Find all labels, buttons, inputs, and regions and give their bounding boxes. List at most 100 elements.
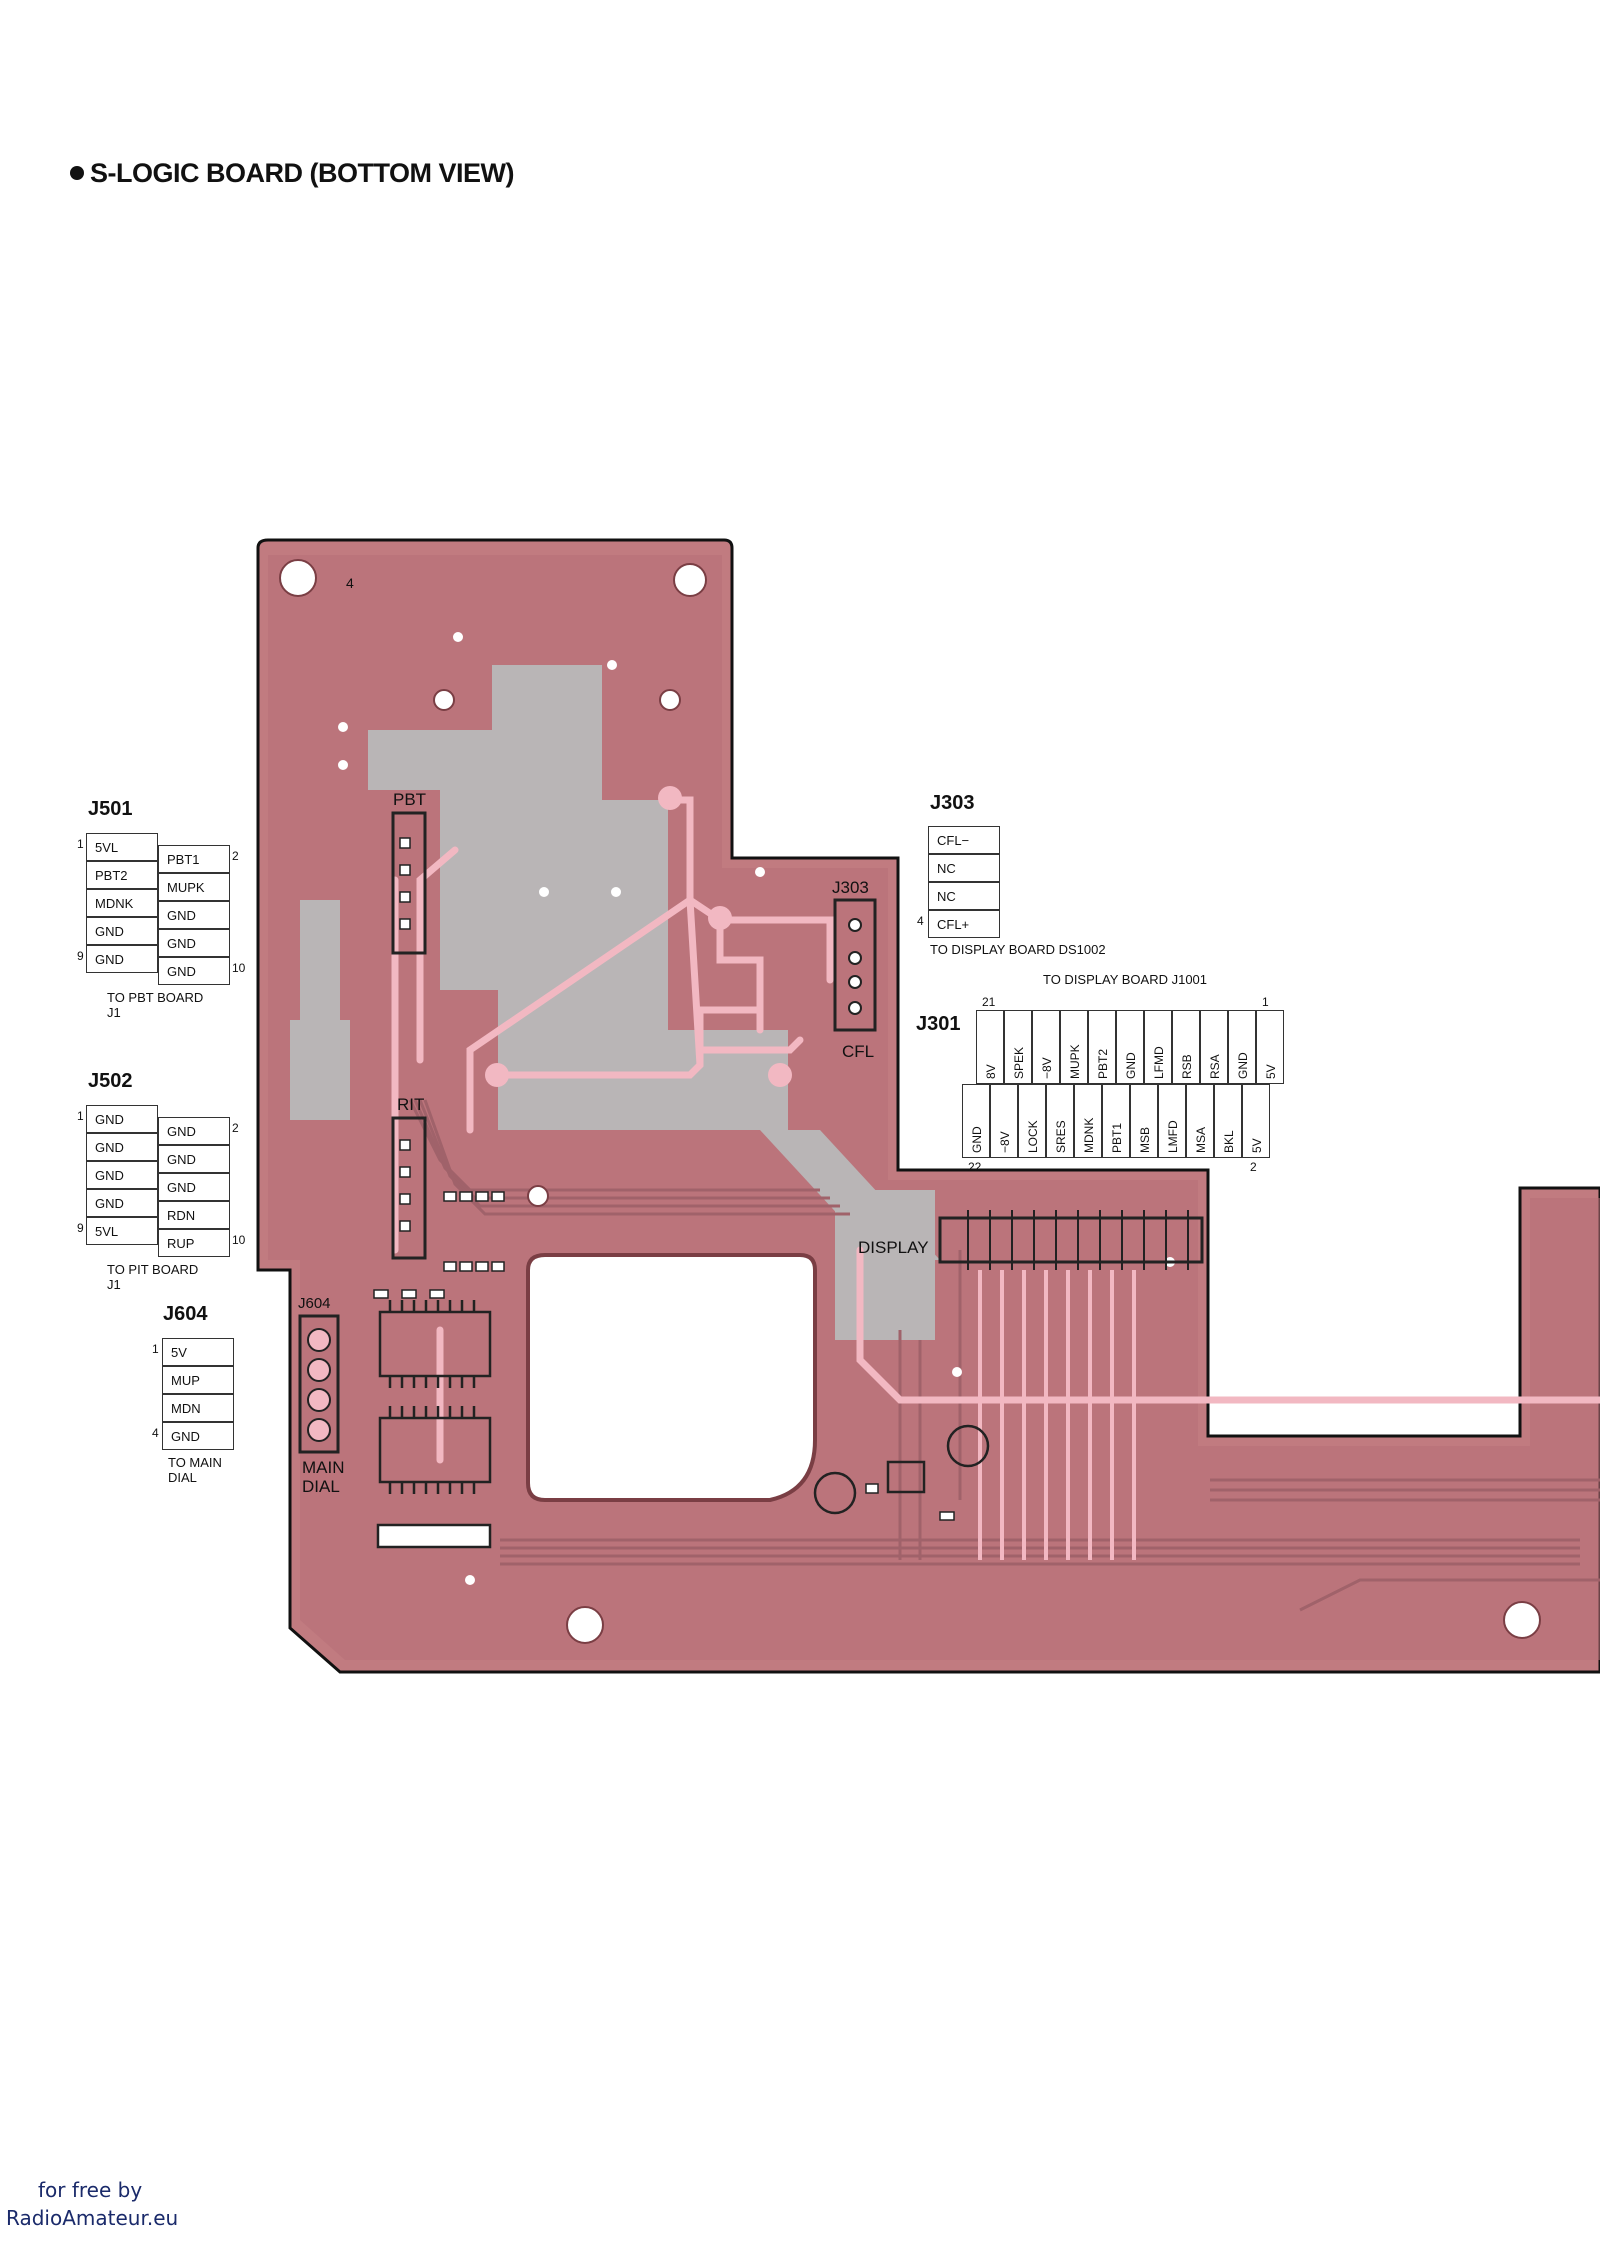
j301-top-pin: RSA: [1200, 1010, 1228, 1084]
dial-label: DIAL: [302, 1477, 340, 1496]
corner-label: 4: [346, 575, 354, 591]
j501-right-pin: GND: [158, 901, 230, 929]
j501-left-pin: 5VL: [86, 833, 158, 861]
pbt-footprint: [391, 811, 427, 955]
j501-pin-9: 9: [77, 949, 84, 963]
smd-parts: [373, 1191, 955, 1521]
board-cutout: [526, 1253, 817, 1502]
j301-bottom-pin-label: MDNK: [1082, 1117, 1096, 1153]
j303-pin: CFL+: [928, 910, 1000, 938]
j604-note-line1: TO MAIN: [168, 1455, 222, 1470]
j501-title: J501: [88, 798, 133, 820]
j604-footprint: [298, 1314, 340, 1454]
j502-right-pin: GND: [158, 1145, 230, 1173]
mounting-holes: [279, 559, 1541, 1644]
copper-traces: [408, 1099, 1600, 1612]
j301-top-pin: LFMD: [1144, 1010, 1172, 1084]
j604-pin-1: 1: [152, 1342, 159, 1356]
j301-bottom-pin: MSA: [1186, 1084, 1214, 1158]
j604-pads: [307, 1328, 331, 1442]
j301-bottom-pin: 5V: [1242, 1084, 1270, 1158]
j301-top-pin: MUPK: [1060, 1010, 1088, 1084]
j301-bottom-pin-label: PBT1: [1110, 1122, 1124, 1153]
j502-pin-10: 10: [232, 1233, 246, 1247]
j301-top-pin-label: GND: [1124, 1052, 1138, 1079]
j501-pin-1: 1: [77, 837, 84, 851]
j502-left-pin: 5VL: [86, 1217, 158, 1245]
j301-pin-22: 22: [968, 1160, 982, 1174]
j502-left-pin: GND: [86, 1189, 158, 1217]
j604-pin: GND: [162, 1422, 234, 1450]
j303-pin: NC: [928, 882, 1000, 910]
j301-bottom-pin-label: BKL: [1222, 1130, 1236, 1153]
j501-right-pin: GND: [158, 957, 230, 985]
j301-title: J301: [916, 1013, 961, 1035]
pbt-label: PBT: [393, 790, 426, 809]
j301-bottom-pin-label: SRES: [1054, 1120, 1068, 1153]
j501-left-pin: GND: [86, 945, 158, 973]
j501-note-line1: TO PBT BOARD: [107, 990, 204, 1005]
bullet-icon: [70, 166, 84, 180]
j502-right-pin: RUP: [158, 1229, 230, 1257]
j502-pin-9: 9: [77, 1221, 84, 1235]
j301-top-pin-label: 5V: [1264, 1064, 1278, 1079]
rit-pads: [399, 1139, 411, 1232]
j501-note-line2: J1: [107, 1005, 121, 1020]
j501-pin-2: 2: [232, 849, 239, 863]
j301-top-pin: RSB: [1172, 1010, 1200, 1084]
j301-bottom-pin: LOCK: [1018, 1084, 1046, 1158]
j501-pin-10: 10: [232, 961, 246, 975]
j301-top-pin-label: PBT2: [1096, 1048, 1110, 1079]
j502-right-pin: GND: [158, 1173, 230, 1201]
footer-line2: RadioAmateur.eu: [6, 2206, 179, 2230]
j301-pin-21: 21: [982, 995, 996, 1009]
j301-bottom-pin: SRES: [1046, 1084, 1074, 1158]
j501-left-pin: GND: [86, 917, 158, 945]
footer-line1: for free by: [38, 2178, 143, 2202]
j303-pin: CFL−: [928, 826, 1000, 854]
rit-footprint: [391, 1116, 427, 1260]
main-label: MAIN: [302, 1458, 345, 1477]
j502-note-line1: TO PIT BOARD: [107, 1262, 199, 1277]
highlight-traces: [391, 796, 1600, 1464]
j501-right-pin: GND: [158, 929, 230, 957]
j301-top-pin-label: LFMD: [1152, 1046, 1166, 1079]
j501-right-pin: PBT1: [158, 845, 230, 873]
j604-pin: MUP: [162, 1366, 234, 1394]
j502-pin-2: 2: [232, 1121, 239, 1135]
j303-pin: NC: [928, 854, 1000, 882]
j301-top-pin-label: MUPK: [1068, 1044, 1082, 1079]
j502-left-pin: GND: [86, 1161, 158, 1189]
j301-top-pin-label: SPEK: [1012, 1046, 1026, 1079]
j303-pin-4: 4: [917, 914, 924, 928]
j303-footprint: [833, 898, 877, 1032]
j301-top-pin-label: GND: [1236, 1052, 1250, 1079]
j301-bottom-pin-label: LOCK: [1026, 1120, 1040, 1153]
j502-title: J502: [88, 1070, 133, 1092]
title-text: S-LOGIC BOARD (BOTTOM VIEW): [90, 158, 514, 188]
j604-title: J604: [163, 1303, 208, 1325]
j301-top-pin: SPEK: [1004, 1010, 1032, 1084]
j301-bottom-pin-label: MSA: [1194, 1126, 1208, 1153]
j301-top-pin-label: −8V: [1040, 1057, 1054, 1079]
j301-top-pin-label: RSA: [1208, 1054, 1222, 1079]
j301-bottom-pin: GND: [962, 1084, 990, 1158]
j301-top-pin: PBT2: [1088, 1010, 1116, 1084]
j301-pin-1: 1: [1262, 995, 1269, 1009]
j301-top-pin-label: 8V: [984, 1064, 998, 1079]
j301-top-pin: −8V: [1032, 1010, 1060, 1084]
display-label: DISPLAY: [858, 1238, 929, 1257]
j301-note: TO DISPLAY BOARD J1001: [1043, 972, 1208, 987]
pbt-pads: [399, 837, 411, 930]
j303-note: TO DISPLAY BOARD DS1002: [930, 942, 1106, 957]
display-traces: [978, 1270, 1136, 1560]
j303-pads: [848, 918, 862, 1015]
j301-bottom-pin-label: LMFD: [1166, 1120, 1180, 1153]
j301-bottom-pin: MDNK: [1074, 1084, 1102, 1158]
j501-left-pin: PBT2: [86, 861, 158, 889]
transistors: [813, 1424, 990, 1515]
j301-bottom-pin-label: −8V: [998, 1131, 1012, 1153]
j301-bottom-pin: PBT1: [1102, 1084, 1130, 1158]
j502-left-pin: GND: [86, 1133, 158, 1161]
